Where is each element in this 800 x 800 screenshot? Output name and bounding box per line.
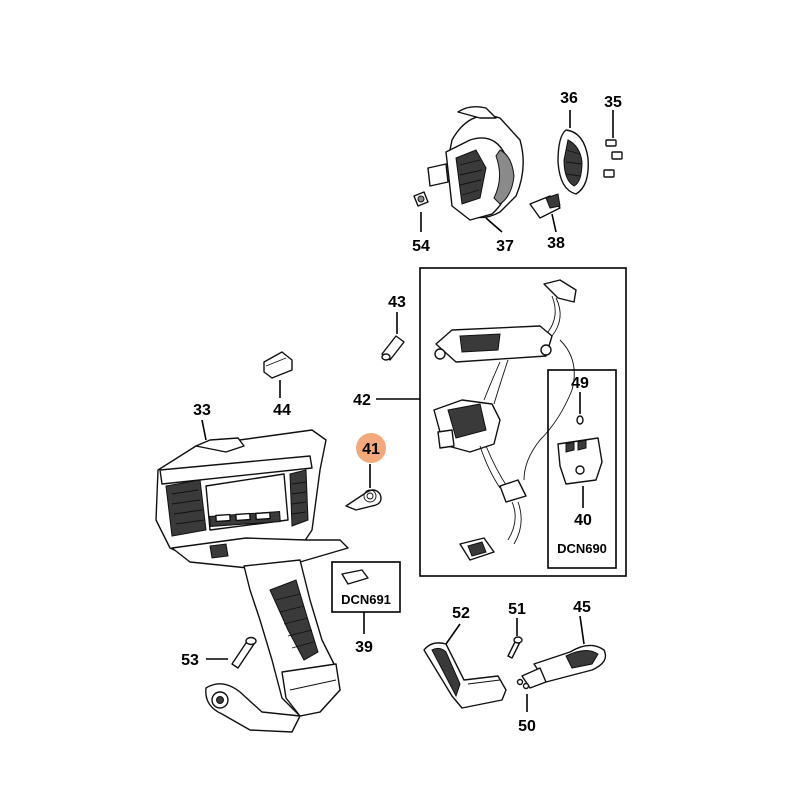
callout-39[interactable]: 39 — [355, 639, 373, 656]
callout-49[interactable]: 49 — [571, 375, 589, 392]
label-dcn691: DCN691 — [341, 592, 391, 607]
callout-33[interactable]: 33 — [193, 402, 211, 419]
part-44-button — [263, 351, 293, 379]
part-54-nut — [413, 191, 429, 207]
leader-45 — [579, 615, 585, 645]
part-36-bezel — [557, 129, 589, 195]
callout-41[interactable]: 41 — [362, 441, 380, 458]
callout-52[interactable]: 52 — [452, 605, 470, 622]
part-37-lamp-head — [427, 105, 524, 221]
callout-45[interactable]: 45 — [573, 599, 591, 616]
part-41-spring — [345, 489, 382, 511]
callout-37[interactable]: 37 — [496, 238, 514, 255]
box-dcn691 — [331, 561, 401, 613]
part-35-screws — [603, 139, 623, 178]
callout-54[interactable]: 54 — [412, 238, 430, 255]
box-42 — [419, 267, 627, 577]
part-40-bracket — [557, 437, 603, 485]
callout-40[interactable]: 40 — [574, 512, 592, 529]
callout-42[interactable]: 42 — [353, 392, 371, 409]
callout-38[interactable]: 38 — [547, 235, 565, 252]
part-53-screw — [231, 636, 257, 669]
box-dcn690 — [547, 369, 617, 569]
part-42-switch-harness — [433, 279, 577, 561]
leader-33 — [201, 419, 207, 441]
callout-51[interactable]: 51 — [508, 601, 526, 618]
part-51-screw — [507, 636, 523, 659]
part-49-screw — [576, 415, 584, 425]
part-38-clip — [529, 193, 561, 219]
part-33-housing — [155, 429, 349, 733]
part-52-handle — [423, 642, 507, 709]
part-43-pin — [381, 335, 405, 361]
leader-37 — [485, 217, 503, 233]
part-50-pins — [516, 678, 530, 690]
leader-38 — [551, 213, 557, 233]
part-45-lever — [521, 644, 607, 689]
callout-36[interactable]: 36 — [560, 90, 578, 107]
callout-53[interactable]: 53 — [181, 652, 199, 669]
highlight-circle-41 — [356, 433, 386, 463]
label-dcn690: DCN690 — [557, 541, 607, 556]
callout-50[interactable]: 50 — [518, 718, 536, 735]
leader-52 — [445, 623, 461, 645]
callout-44[interactable]: 44 — [273, 402, 291, 419]
part-39-cap — [341, 569, 369, 585]
callout-43[interactable]: 43 — [388, 294, 406, 311]
callout-35[interactable]: 35 — [604, 94, 622, 111]
